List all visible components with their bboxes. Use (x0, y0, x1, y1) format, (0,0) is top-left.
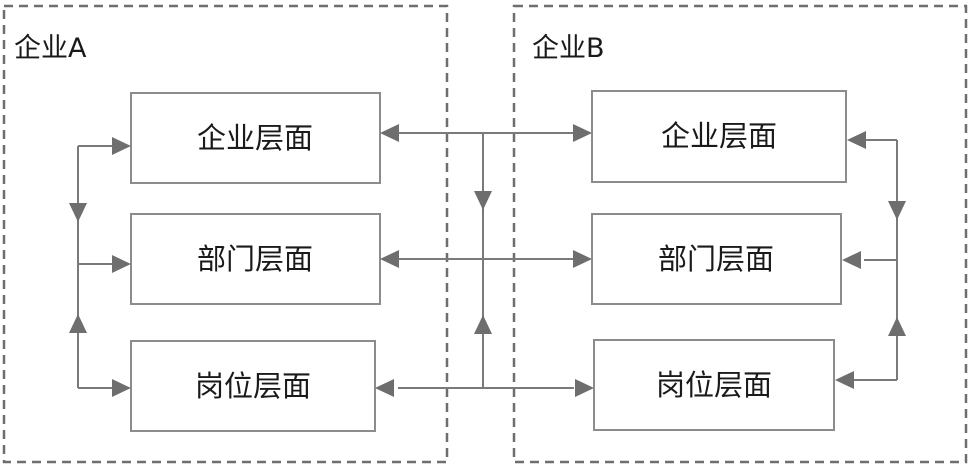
company-b-frame (512, 4, 968, 464)
company-b-enterprise-level: 企业层面 (591, 90, 847, 183)
company-a-arrow-down (69, 203, 87, 222)
company-b-arrow-down (888, 201, 906, 220)
company-b-position-level: 岗位层面 (593, 339, 835, 431)
company-a-department-label: 部门层面 (197, 242, 313, 276)
company-b-arrow-left-bottom (835, 371, 854, 389)
company-a-position-box (130, 340, 376, 432)
company-a-arrow-right-mid (112, 255, 131, 273)
company-a-enterprise-level: 企业层面 (130, 92, 381, 184)
central-arrow-up (474, 315, 492, 334)
company-b-group: 企业B 企业层面 部门层面 岗位层面 (512, 4, 968, 464)
central-arrow-down (474, 191, 492, 210)
enterprise-link-arrow-left (380, 124, 399, 142)
company-b-department-box (591, 213, 842, 305)
company-a-department-box (130, 213, 381, 305)
company-b-enterprise-box (591, 90, 847, 183)
company-b-arrow-up (888, 317, 906, 336)
company-b-department-label: 部门层面 (658, 242, 774, 276)
enterprise-link-arrow-right (573, 124, 592, 142)
company-b-department-level: 部门层面 (591, 213, 842, 305)
company-b-position-label: 岗位层面 (656, 368, 772, 402)
company-b-enterprise-label: 企业层面 (661, 119, 777, 153)
company-a-position-level: 岗位层面 (130, 340, 376, 432)
company-a-arrow-right-top (112, 137, 131, 155)
company-b-arrow-left-mid (842, 251, 861, 269)
company-a-enterprise-label: 企业层面 (197, 121, 313, 155)
company-a-position-label: 岗位层面 (195, 369, 311, 403)
position-link-arrow-left (375, 379, 394, 397)
position-link-arrow-right (575, 379, 594, 397)
company-a-arrow-right-bottom (112, 379, 131, 397)
company-a-enterprise-box (130, 92, 381, 184)
company-b-label: 企业B (532, 33, 605, 64)
company-a-label: 企业A (14, 33, 87, 64)
company-a-group: 企业A 企业层面 部门层面 岗位层面 (2, 4, 449, 464)
company-b-internal-connector (835, 131, 906, 389)
company-a-department-level: 部门层面 (130, 213, 381, 305)
cross-company-connectors (375, 124, 594, 397)
company-b-position-box (593, 339, 835, 431)
company-a-arrow-up (69, 314, 87, 333)
department-link-arrow-right (573, 250, 592, 268)
company-b-arrow-left-top (847, 131, 866, 149)
company-a-internal-connector (69, 137, 131, 397)
department-link-arrow-left (380, 250, 399, 268)
